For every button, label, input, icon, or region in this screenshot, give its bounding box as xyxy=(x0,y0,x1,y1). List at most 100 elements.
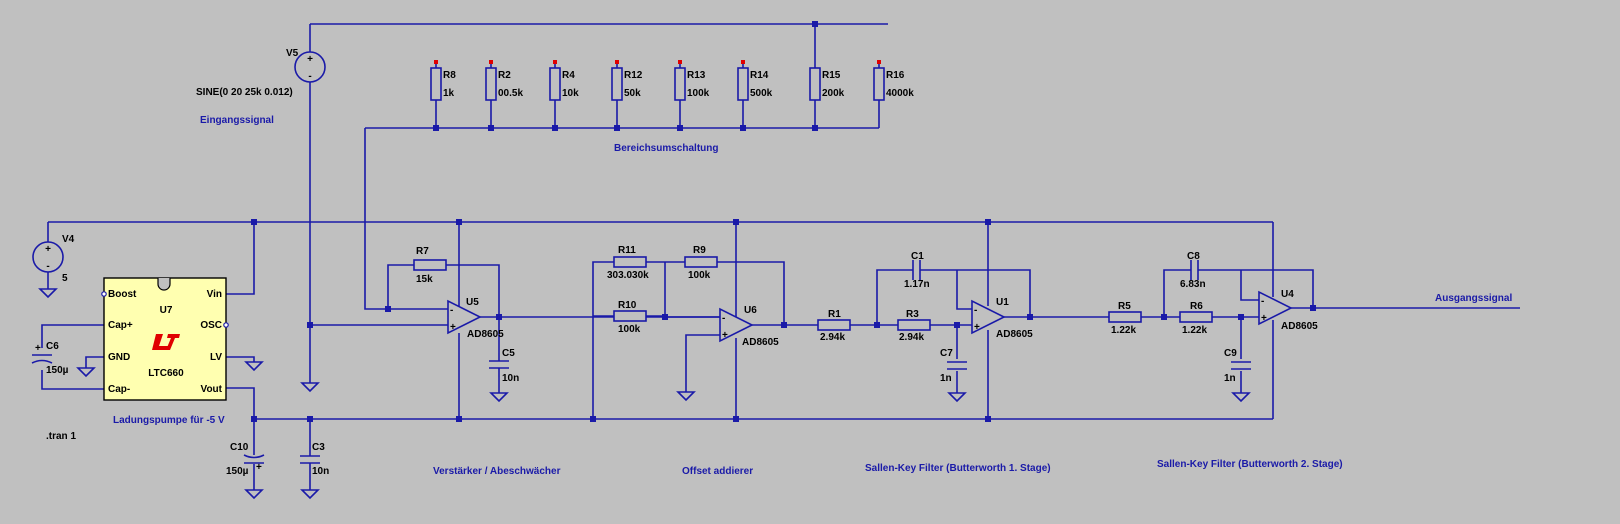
plus-sign: + xyxy=(45,244,51,255)
svg-text:C6: C6 xyxy=(46,341,59,352)
ground-icon xyxy=(676,391,696,402)
svg-text:-: - xyxy=(722,313,725,324)
capacitor-c6[interactable]: + C6 150µ xyxy=(31,341,69,376)
svg-text:R9: R9 xyxy=(693,245,706,256)
svg-text:1.17n: 1.17n xyxy=(904,279,930,290)
svg-text:C9: C9 xyxy=(1224,348,1237,359)
pin-boost: Boost xyxy=(108,289,137,300)
capacitor-c9[interactable]: C9 1n xyxy=(1224,348,1251,384)
svg-text:R2: R2 xyxy=(498,70,511,81)
resistor-r12[interactable]: R12 50k xyxy=(611,60,643,128)
resistor-r7[interactable]: R7 15k xyxy=(413,246,447,285)
svg-text:AD8605: AD8605 xyxy=(996,329,1033,340)
resistor-r15[interactable]: R15 200k xyxy=(809,67,845,128)
svg-text:R10: R10 xyxy=(618,300,637,311)
pin-cap-minus: Cap- xyxy=(108,384,130,395)
annotations: Eingangssignal Bereichsumschaltung Ladun… xyxy=(46,115,1512,477)
chip-model: LTC660 xyxy=(148,368,184,379)
charge-pump-label: Ladungspumpe für -5 V xyxy=(113,415,225,426)
svg-text:150µ: 150µ xyxy=(226,466,249,477)
pin-osc: OSC xyxy=(200,320,222,331)
resistor-r8[interactable]: R8 1k xyxy=(430,60,456,128)
resistor-r13[interactable]: R13 100k xyxy=(674,60,710,128)
resistor-r1[interactable]: R1 2.94k xyxy=(817,309,851,343)
ground-icon xyxy=(300,489,320,500)
ground-icon xyxy=(300,382,320,393)
capacitor-c3[interactable]: C3 10n xyxy=(300,442,329,490)
svg-text:150µ: 150µ xyxy=(46,365,69,376)
svg-text:50k: 50k xyxy=(624,88,641,99)
svg-text:R13: R13 xyxy=(687,70,706,81)
ground-icon xyxy=(76,367,96,378)
svg-text:C5: C5 xyxy=(502,348,515,359)
input-signal-label: Eingangssignal xyxy=(200,115,274,126)
svg-text:100k: 100k xyxy=(687,88,710,99)
svg-text:303.030k: 303.030k xyxy=(607,270,649,281)
svg-text:10n: 10n xyxy=(312,466,329,477)
filter1-label: Sallen-Key Filter (Butterworth 1. Stage) xyxy=(865,463,1051,474)
svg-text:1n: 1n xyxy=(940,373,952,384)
svg-text:U1: U1 xyxy=(996,297,1009,308)
resistor-r5[interactable]: R5 1.22k xyxy=(1108,301,1142,336)
capacitor-c7[interactable]: C7 1n xyxy=(940,348,967,384)
linear-logo-icon xyxy=(152,334,180,350)
svg-text:1.22k: 1.22k xyxy=(1111,325,1136,336)
pin-gnd: GND xyxy=(108,352,130,363)
resistor-r4[interactable]: R4 10k xyxy=(549,60,579,128)
resistor-r14[interactable]: R14 500k xyxy=(737,60,773,128)
svg-text:R7: R7 xyxy=(416,246,429,257)
svg-text:R11: R11 xyxy=(618,245,636,256)
svg-text:AD8605: AD8605 xyxy=(742,337,779,348)
ground-icon xyxy=(489,392,509,403)
svg-text:200k: 200k xyxy=(822,88,845,99)
svg-text:U5: U5 xyxy=(466,297,479,308)
ground-icon xyxy=(1231,392,1251,403)
resistor-r9[interactable]: R9 100k xyxy=(684,245,718,281)
svg-text:R14: R14 xyxy=(750,70,769,81)
v5-name: V5 xyxy=(286,48,299,59)
resistor-r10[interactable]: R10 100k xyxy=(613,300,647,335)
opamp-u4[interactable]: - + U4 AD8605 xyxy=(1258,289,1318,332)
opamp-u1[interactable]: - + U1 AD8605 xyxy=(971,297,1033,340)
voltage-source-v5[interactable]: + - V5 SINE(0 20 25k 0.012) xyxy=(196,48,326,98)
ground-icon xyxy=(244,361,264,372)
amp-label: Verstärker / Abeschwächer xyxy=(433,466,561,477)
svg-text:100k: 100k xyxy=(618,324,641,335)
svg-text:U4: U4 xyxy=(1281,289,1294,300)
plus-sign: + xyxy=(307,54,313,65)
pin-lv: LV xyxy=(210,352,222,363)
svg-text:C3: C3 xyxy=(312,442,325,453)
voltage-source-v4[interactable]: + - V4 5 xyxy=(32,234,75,284)
capacitor-c8[interactable]: C8 6.83n xyxy=(1180,251,1206,290)
svg-text:-: - xyxy=(1261,296,1264,307)
svg-text:U6: U6 xyxy=(744,305,757,316)
svg-text:100k: 100k xyxy=(688,270,711,281)
resistor-r16[interactable]: R16 4000k xyxy=(873,60,914,128)
chip-name: U7 xyxy=(160,305,173,316)
svg-text:00.5k: 00.5k xyxy=(498,88,523,99)
capacitor-c1[interactable]: C1 1.17n xyxy=(904,251,930,290)
svg-text:R6: R6 xyxy=(1190,301,1203,312)
svg-text:10k: 10k xyxy=(562,88,579,99)
ground-icon xyxy=(244,489,264,500)
pin-cap-plus: Cap+ xyxy=(108,320,133,331)
svg-text:C7: C7 xyxy=(940,348,953,359)
opamp-u6[interactable]: - + U6 AD8605 xyxy=(719,305,779,348)
svg-text:R12: R12 xyxy=(624,70,643,81)
resistor-r11[interactable]: R11 303.030k xyxy=(607,245,649,281)
svg-text:1.22k: 1.22k xyxy=(1182,325,1207,336)
svg-text:+: + xyxy=(722,330,728,341)
resistor-r3[interactable]: R3 2.94k xyxy=(897,309,931,343)
opamp-u5[interactable]: - + U5 AD8605 xyxy=(447,297,504,340)
capacitor-c10[interactable]: + C10 150µ xyxy=(226,442,265,490)
capacitor-c5[interactable]: C5 10n xyxy=(489,348,519,384)
v4-value: 5 xyxy=(62,273,68,284)
chip-u7-ltc660[interactable]: Boost Cap+ GND Cap- Vin OSC LV Vout U7 L… xyxy=(101,277,229,401)
svg-text:AD8605: AD8605 xyxy=(1281,321,1318,332)
ground-icon xyxy=(38,288,58,299)
svg-text:2.94k: 2.94k xyxy=(820,332,845,343)
v5-value: SINE(0 20 25k 0.012) xyxy=(196,87,293,98)
resistor-r6[interactable]: R6 1.22k xyxy=(1179,301,1213,336)
resistor-r2[interactable]: R2 00.5k xyxy=(485,60,523,128)
v4-name: V4 xyxy=(62,234,75,245)
